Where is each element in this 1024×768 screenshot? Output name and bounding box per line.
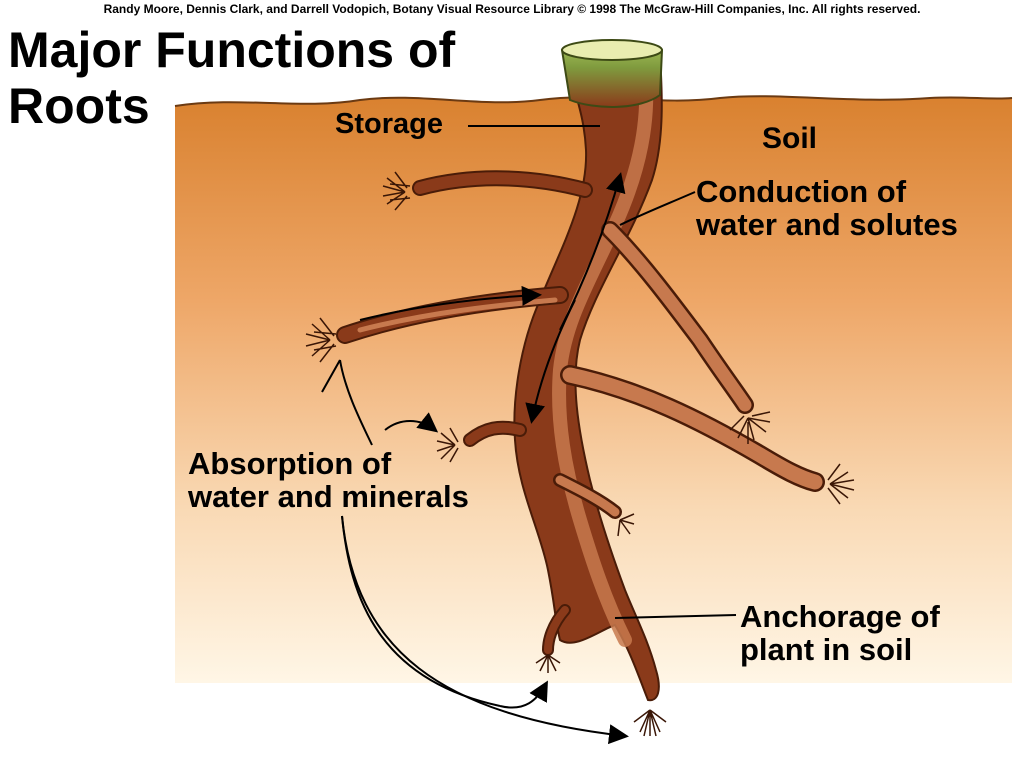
storage-label: Storage [335, 108, 443, 140]
root-hairs [305, 171, 855, 737]
anchorage-line-1: Anchorage of [740, 599, 940, 634]
diagram-arrows [321, 125, 737, 745]
anchorage-line-2: plant in soil [740, 632, 913, 667]
absorption-label: Absorption of water and minerals [188, 447, 469, 513]
copyright-credit: Randy Moore, Dennis Clark, and Darrell V… [103, 2, 921, 16]
page-title: Major Functions of Roots [8, 22, 455, 134]
anchorage-label: Anchorage of plant in soil [740, 600, 940, 666]
soil-label: Soil [762, 122, 818, 155]
conduction-label: Conduction of water and solutes [696, 175, 958, 241]
conduction-line-2: water and solutes [696, 207, 958, 242]
taproot-highlight [552, 63, 654, 647]
absorption-line-1: Absorption of [188, 446, 392, 481]
title-line-2: Roots [8, 78, 150, 134]
conduction-line-1: Conduction of [696, 174, 907, 209]
title-line-1: Major Functions of [8, 22, 456, 78]
absorption-line-2: water and minerals [188, 479, 469, 514]
